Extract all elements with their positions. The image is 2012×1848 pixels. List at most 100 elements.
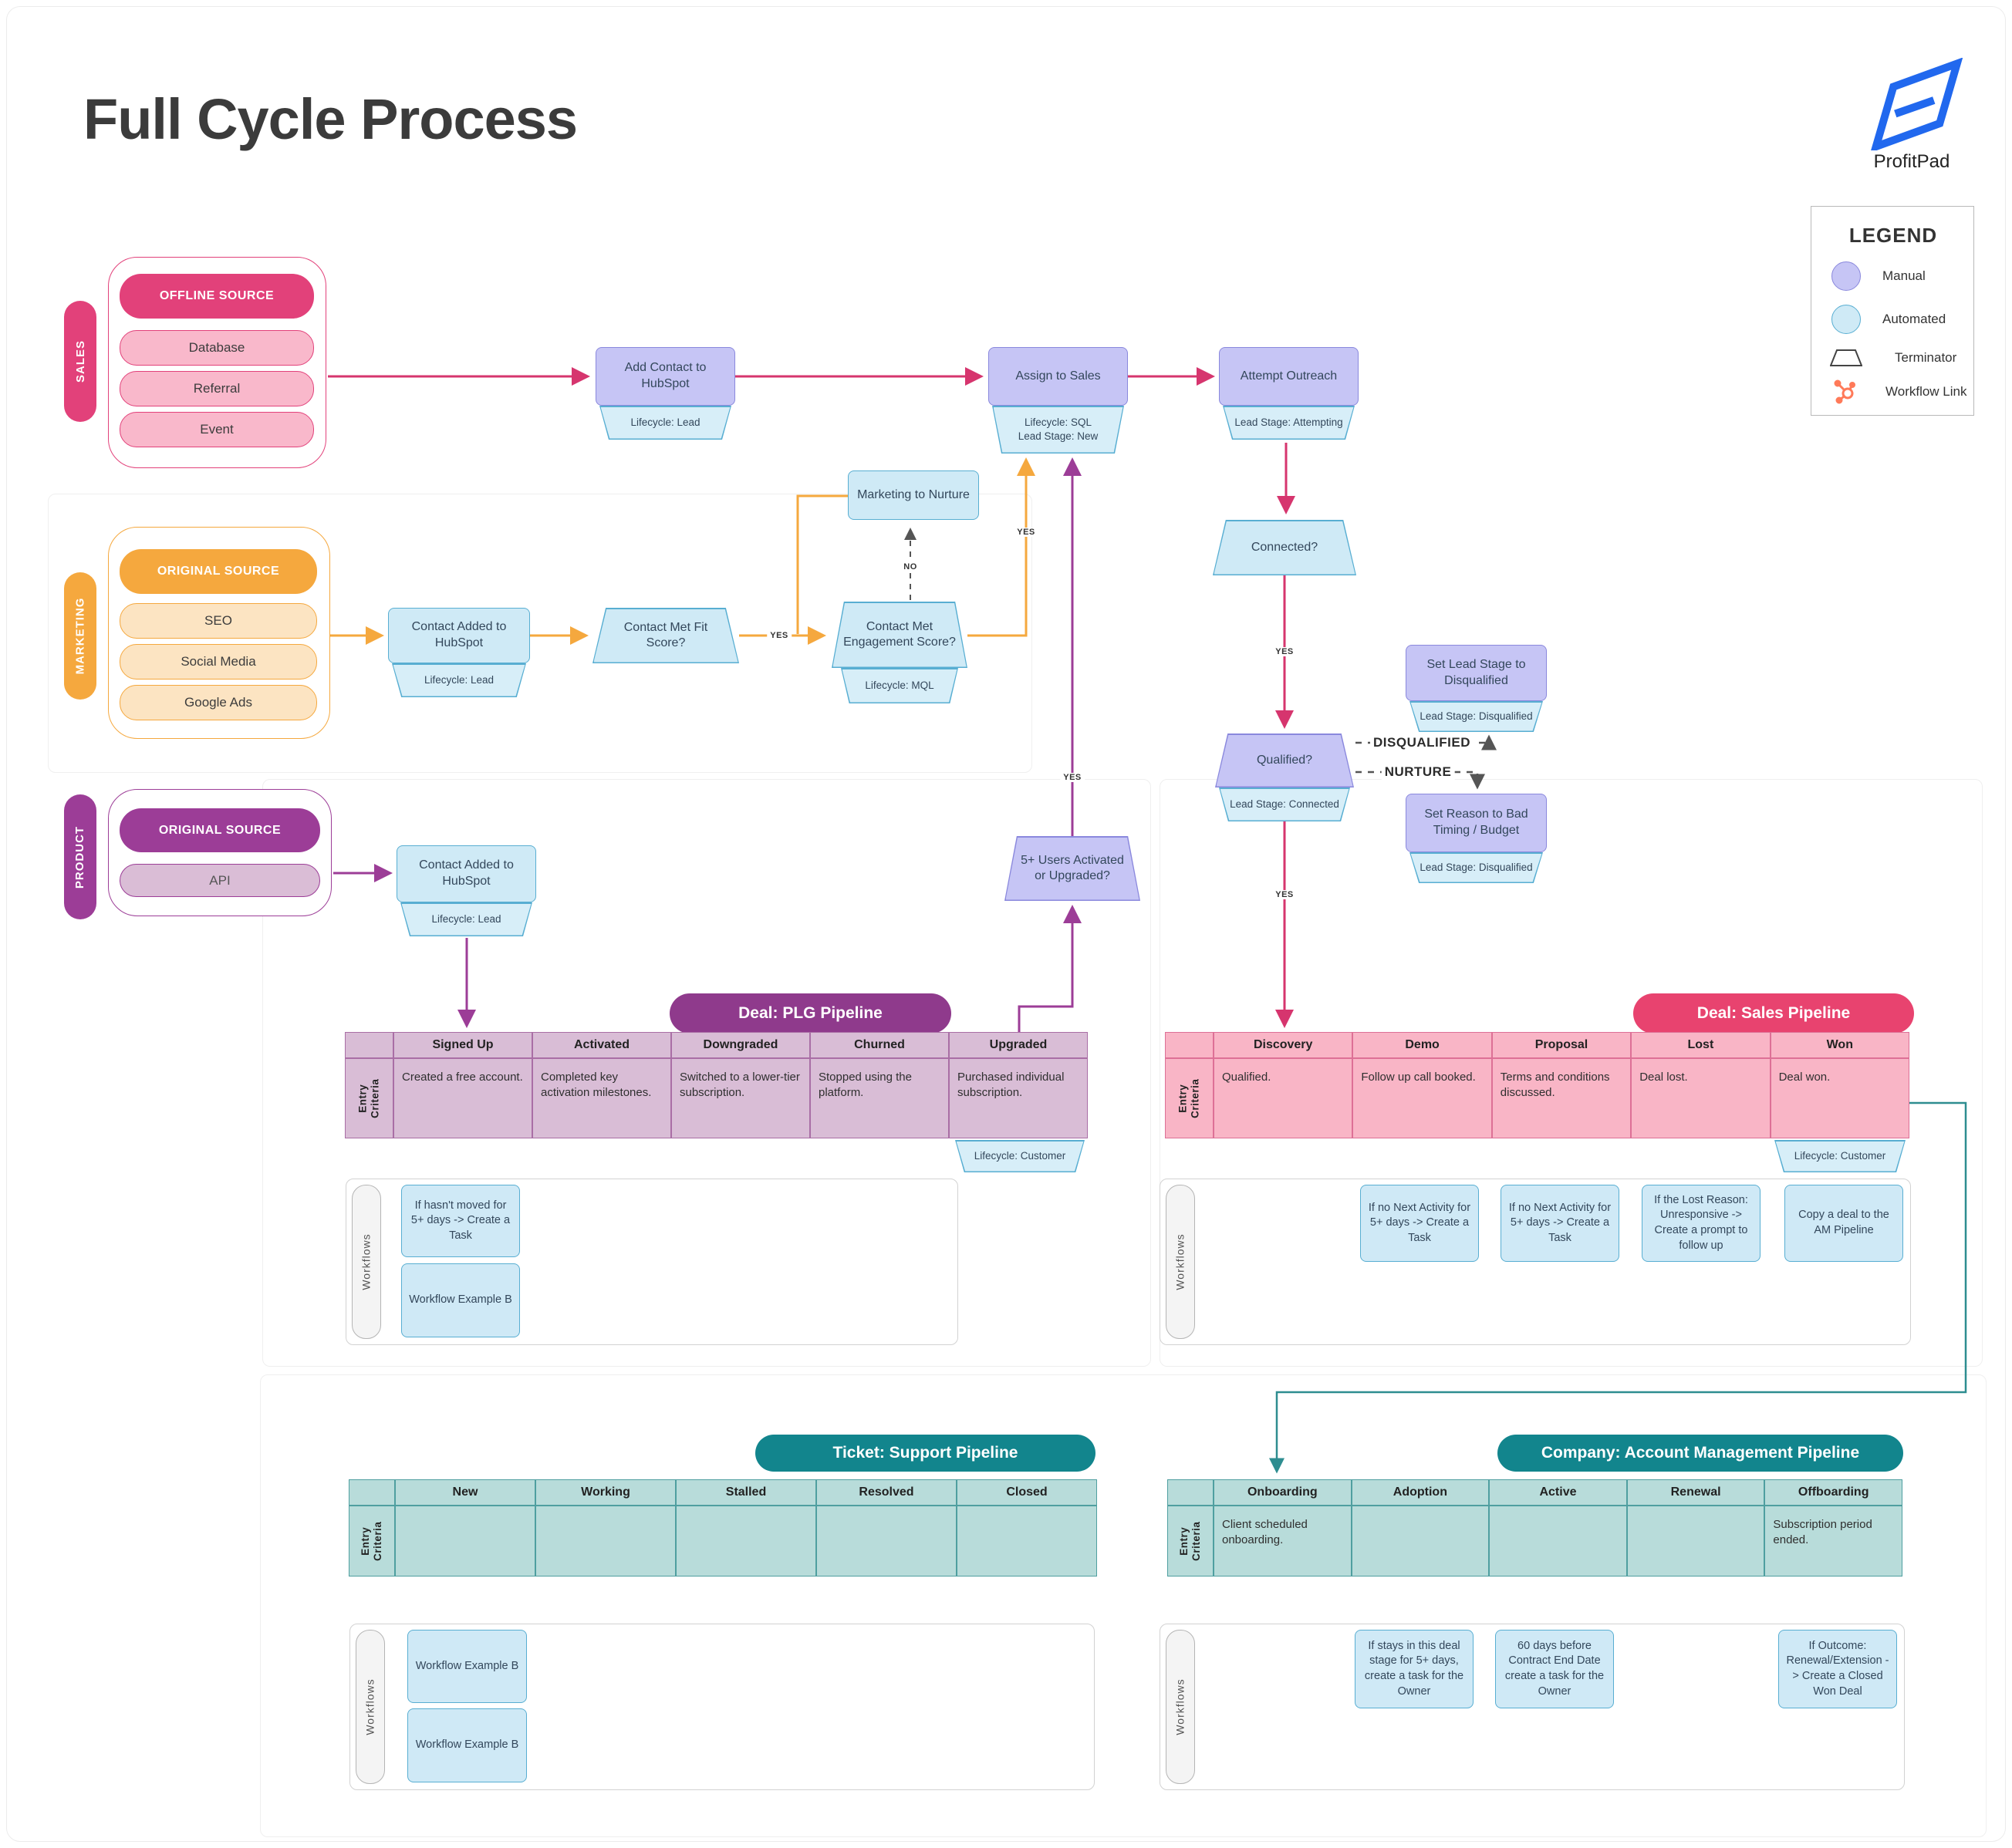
source-item-label: Referral [193,381,241,396]
tag-attempt-outreach: Lead Stage: Attempting [1223,406,1355,440]
sales-col-header: Lost [1631,1032,1771,1058]
workflow-box[interactable]: If Outcome: Renewal/Extension -> Create … [1778,1630,1897,1708]
node-set-reason[interactable]: Set Reason to Bad Timing / Budget [1406,794,1547,852]
node-marketing-nurture[interactable]: Marketing to Nurture [848,470,979,520]
plg-pipeline-table[interactable]: Signed Up Activated Downgraded Churned U… [345,1032,1088,1138]
am-col-header: Adoption [1351,1479,1490,1506]
workflow-box[interactable]: 60 days before Contract End Date create … [1495,1630,1614,1708]
workflows-label: Workflows [364,1678,376,1735]
plg-pipeline-title: Deal: PLG Pipeline [670,993,951,1034]
manual-circle-icon [1831,261,1861,291]
sales-pipeline-table[interactable]: Discovery Demo Proposal Lost Won Entry C… [1165,1032,1909,1138]
workflow-box[interactable]: If the Lost Reason: Unresponsive -> Crea… [1642,1185,1760,1262]
lane-sales[interactable]: SALES [64,301,96,422]
hubspot-sprocket-icon [1834,379,1855,404]
sales-criteria-cell: Qualified. [1214,1058,1353,1138]
tag-label: Lifecycle: Lead [424,673,495,686]
tag-label: Lifecycle: MQL [865,679,934,691]
node-engagement-score[interactable]: Contact Met Engagement Score? [832,602,967,668]
edge-label-yes: YES [1272,890,1297,899]
legend-item-terminator: Terminator [1830,341,1956,375]
tag-label: Lifecycle: Customer [1794,1149,1886,1162]
source-item-social-media[interactable]: Social Media [120,644,317,680]
tag-label: Lifecycle: Customer [974,1149,1066,1162]
ticket-criteria-cell [676,1506,816,1577]
node-connected[interactable]: Connected? [1213,520,1356,575]
product-source-header: ORIGINAL SOURCE [120,808,320,852]
node-label: Contact Added to HubSpot [411,620,507,649]
source-item-event[interactable]: Event [120,412,314,447]
plg-col-header: Activated [532,1032,671,1058]
tag-contact-added-prod: Lifecycle: Lead [400,902,532,936]
am-pipeline-title: Company: Account Management Pipeline [1497,1435,1903,1472]
tag-add-contact: Lifecycle: Lead [599,406,731,440]
workflow-label: If the Lost Reason: Unresponsive -> Crea… [1654,1193,1748,1252]
tag-label: Lead Stage: Disqualified [1420,710,1533,722]
pipeline-title-label: Deal: PLG Pipeline [738,1004,883,1022]
bottom-region [260,1374,1987,1837]
tag-set-reason: Lead Stage: Disqualified [1409,852,1543,883]
entry-criteria-label: Entry Criteria [1167,1506,1214,1577]
am-pipeline-table[interactable]: Onboarding Adoption Active Renewal Offbo… [1167,1479,1902,1577]
workflow-label: Workflow Example B [415,1659,519,1672]
source-item-referral[interactable]: Referral [120,371,314,406]
node-five-users[interactable]: 5+ Users Activated or Upgraded? [1004,836,1140,901]
am-criteria-cell: Subscription period ended. [1764,1506,1902,1577]
node-assign-sales[interactable]: Assign to Sales [988,347,1128,406]
workflow-box[interactable]: Copy a deal to the AM Pipeline [1784,1185,1903,1262]
entry-criteria-text: Entry Criteria [1176,1078,1201,1118]
source-item-seo[interactable]: SEO [120,603,317,639]
lane-marketing[interactable]: MARKETING [64,572,96,700]
tag-contact-added-mkt: Lifecycle: Lead [392,663,526,697]
source-item-api[interactable]: API [120,864,320,897]
workflow-box[interactable]: Workflow Example B [407,1630,527,1703]
node-label: Set Reason to Bad Timing / Budget [1424,808,1528,837]
node-attempt-outreach[interactable]: Attempt Outreach [1219,347,1359,406]
tag-label: Lifecycle: Lead [431,912,501,925]
workflows-label: Workflows [1174,1678,1187,1735]
lane-product[interactable]: PRODUCT [64,794,96,919]
edge-label-yes: YES [767,631,792,640]
plg-corner-cell [345,1032,393,1058]
node-contact-added-prod[interactable]: Contact Added to HubSpot [397,845,536,902]
workflow-box[interactable]: Workflow Example B [407,1708,527,1782]
workflow-box[interactable]: Workflow Example B [401,1263,520,1337]
node-add-contact[interactable]: Add Contact to HubSpot [596,347,735,406]
ticket-criteria-cell [535,1506,676,1577]
source-item-google-ads[interactable]: Google Ads [120,685,317,720]
node-qualified[interactable]: Qualified? [1215,733,1354,787]
pipeline-title-label: Deal: Sales Pipeline [1696,1004,1851,1022]
tag-engagement-score: Lifecycle: MQL [841,668,958,703]
workflow-box[interactable]: If no Next Activity for 5+ days -> Creat… [1360,1185,1479,1262]
entry-criteria-text: Entry Criteria [359,1521,383,1561]
edge-label-no: NO [900,562,920,572]
workflow-box[interactable]: If stays in this deal stage for 5+ days,… [1355,1630,1474,1708]
legend: LEGEND Manual Automated Terminator Workf… [1811,206,1974,416]
node-fit-score[interactable]: Contact Met Fit Score? [592,608,739,663]
sales-criteria-cell: Follow up call booked. [1352,1058,1492,1138]
workflow-label: If hasn't moved for 5+ days -> Create a … [410,1199,511,1242]
ticket-col-header: New [395,1479,535,1506]
offline-source-header-label: OFFLINE SOURCE [159,289,275,302]
workflow-label: If stays in this deal stage for 5+ days,… [1364,1639,1464,1698]
workflow-label: Workflow Example B [409,1293,512,1307]
lane-marketing-label: MARKETING [73,597,87,675]
node-label: Contact Met Fit Score? [623,621,708,649]
plg-criteria-cell: Created a free account. [393,1058,532,1138]
tag-set-disqualified: Lead Stage: Disqualified [1409,701,1543,732]
ticket-pipeline-table[interactable]: New Working Stalled Resolved Closed Entr… [349,1479,1097,1577]
automated-circle-icon [1831,305,1861,334]
marketing-region [48,494,1032,773]
node-set-disqualified[interactable]: Set Lead Stage to Disqualified [1406,645,1547,701]
am-criteria-cell [1626,1506,1765,1577]
node-label: Contact Met Engagement Score? [843,620,956,649]
workflow-box[interactable]: If hasn't moved for 5+ days -> Create a … [401,1185,520,1257]
marketing-source-header-label: ORIGINAL SOURCE [157,565,280,578]
workflow-box[interactable]: If no Next Activity for 5+ days -> Creat… [1501,1185,1619,1262]
node-contact-added-mkt[interactable]: Contact Added to HubSpot [388,608,530,663]
tag-label: Lead Stage: Connected [1230,798,1339,810]
am-criteria-cell [1489,1506,1627,1577]
sales-corner-cell [1165,1032,1214,1058]
source-item-database[interactable]: Database [120,330,314,366]
